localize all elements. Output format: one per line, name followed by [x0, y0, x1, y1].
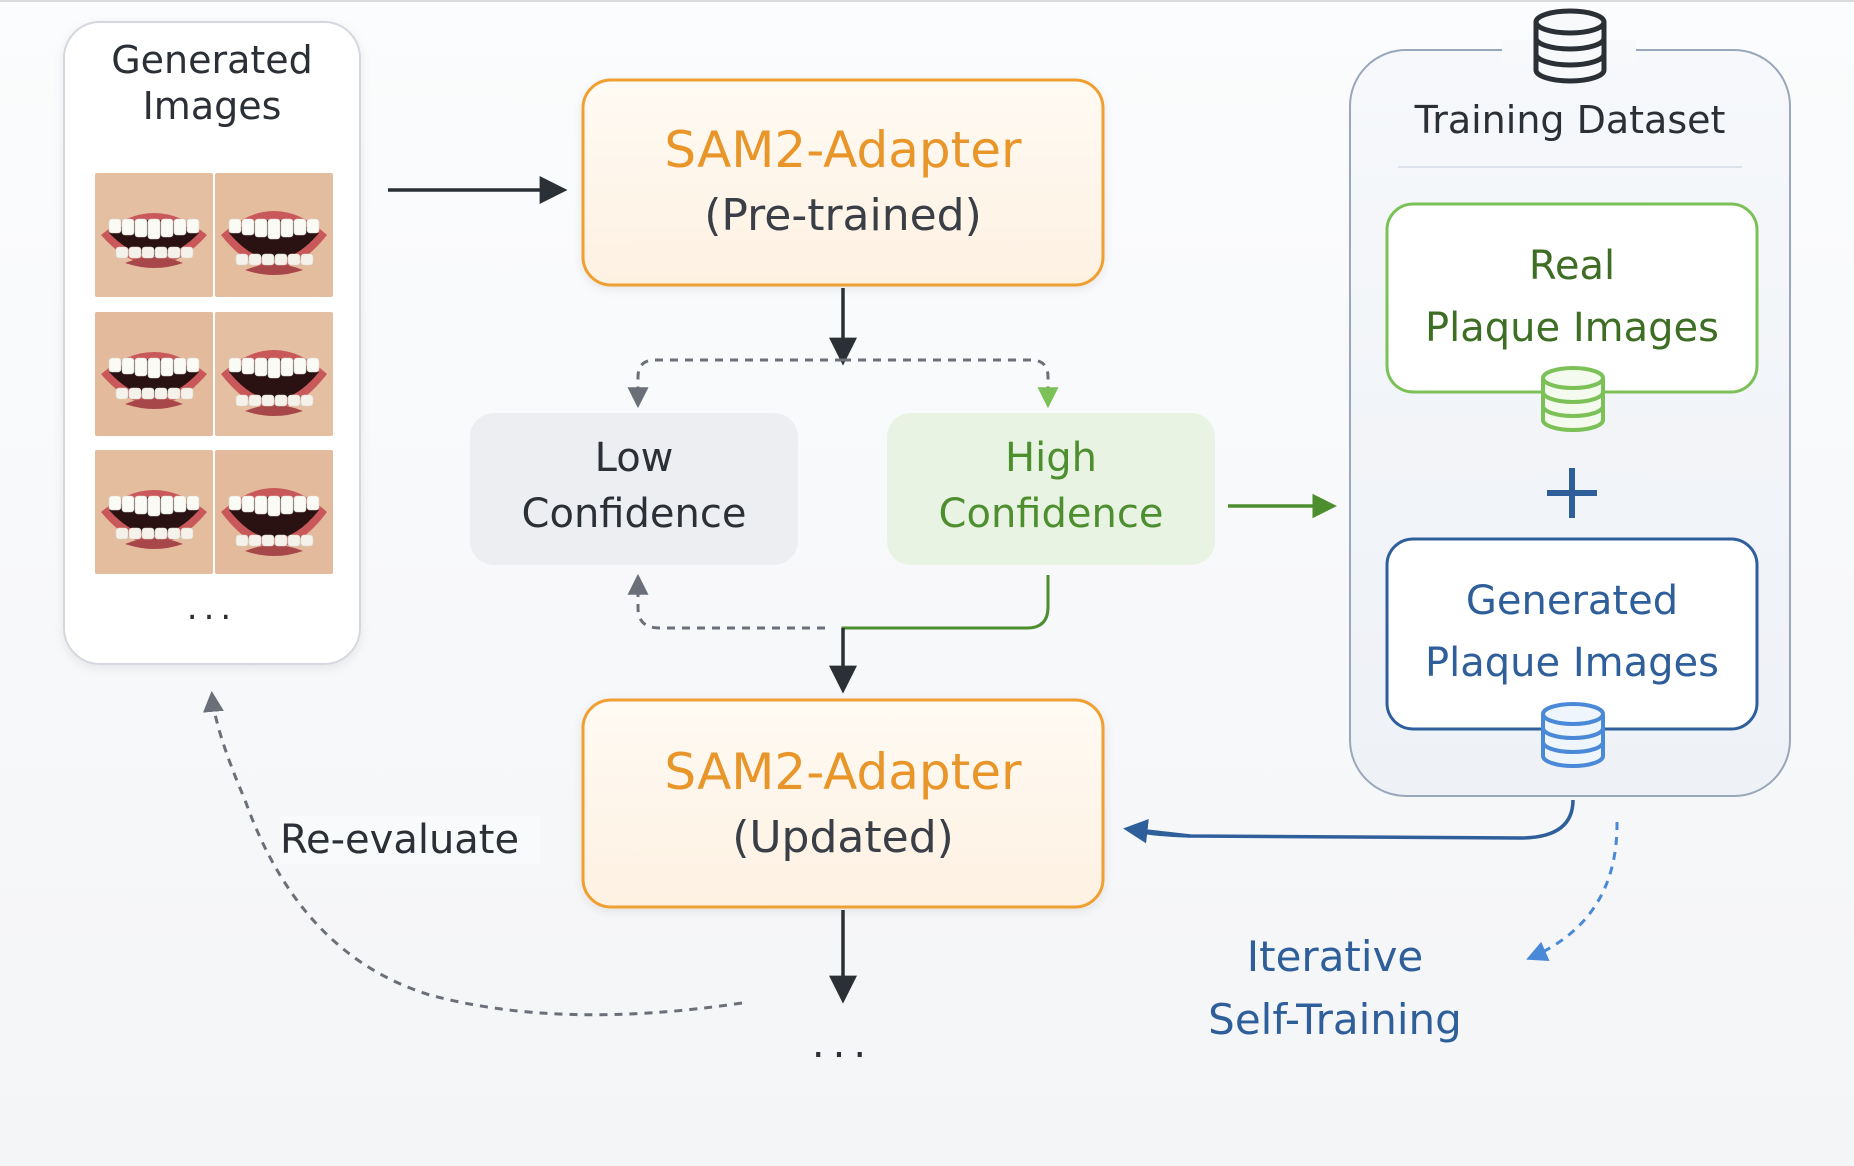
low-confidence-line1: Low [594, 435, 674, 481]
teeth-thumbnail [215, 450, 333, 574]
plus-sign [1547, 468, 1597, 518]
real-plaque-line1: Real [1528, 243, 1616, 289]
arrow-split-to-low [627, 358, 843, 409]
adapter-pretrained-name: SAM2-Adapter [664, 121, 1022, 179]
low-confidence-box [470, 413, 798, 565]
generated-images-title: Generated Images [64, 38, 360, 129]
blue-database-icon [1541, 702, 1605, 768]
teeth-thumbnail [215, 173, 333, 297]
iterative-line2: Self-Training [1208, 995, 1462, 1044]
low-confidence-line2: Confidence [521, 491, 747, 537]
thumbnail-ellipsis: ... [186, 588, 238, 628]
arrow-dataset-curve [1138, 799, 1575, 840]
real-plaque-line2: Plaque Images [1425, 305, 1719, 351]
bottom-ellipsis: ... [811, 1021, 875, 1067]
generated-images-title-line1: Generated [111, 38, 313, 82]
adapter-updated-subtitle: (Updated) [732, 812, 954, 863]
iterative-line1: Iterative [1246, 932, 1424, 981]
arrow-reevaluate [202, 690, 743, 1017]
database-icon [1533, 8, 1607, 84]
arrow-dataset-to-updated [1123, 819, 1191, 844]
arrow-iterative [1526, 821, 1619, 961]
reevaluate-label: Re-evaluate [280, 816, 540, 864]
green-database-icon [1541, 366, 1605, 432]
high-confidence-box [887, 413, 1215, 565]
high-confidence-line2: Confidence [938, 491, 1164, 537]
arrow-split-to-high [843, 358, 1059, 409]
teeth-thumbnail [95, 450, 213, 574]
teeth-thumbnail [215, 312, 333, 436]
adapter-updated-box [581, 698, 1105, 909]
generated-images-title-line2: Images [142, 83, 282, 128]
high-confidence-line1: High [1005, 435, 1097, 481]
generated-plaque-label: Generated Plaque Images [1387, 570, 1757, 694]
adapter-updated-name: SAM2-Adapter [664, 743, 1022, 801]
iterative-label: Iterative Self-Training [1170, 925, 1500, 1051]
arrow-high-merge [841, 575, 1050, 686]
adapter-pretrained-box [581, 78, 1105, 287]
generated-plaque-line1: Generated [1465, 578, 1679, 624]
low-confidence-label: Low Confidence [470, 430, 798, 542]
real-plaque-label: Real Plaque Images [1387, 235, 1757, 359]
teeth-thumbnail [95, 173, 213, 297]
high-confidence-label: High Confidence [887, 430, 1215, 542]
adapter-pretrained-subtitle: (Pre-trained) [704, 190, 982, 241]
arrow-back-to-low [627, 573, 825, 630]
training-dataset-title: Training Dataset [1414, 98, 1726, 142]
teeth-thumbnail [95, 312, 213, 436]
generated-plaque-line2: Plaque Images [1425, 640, 1719, 686]
